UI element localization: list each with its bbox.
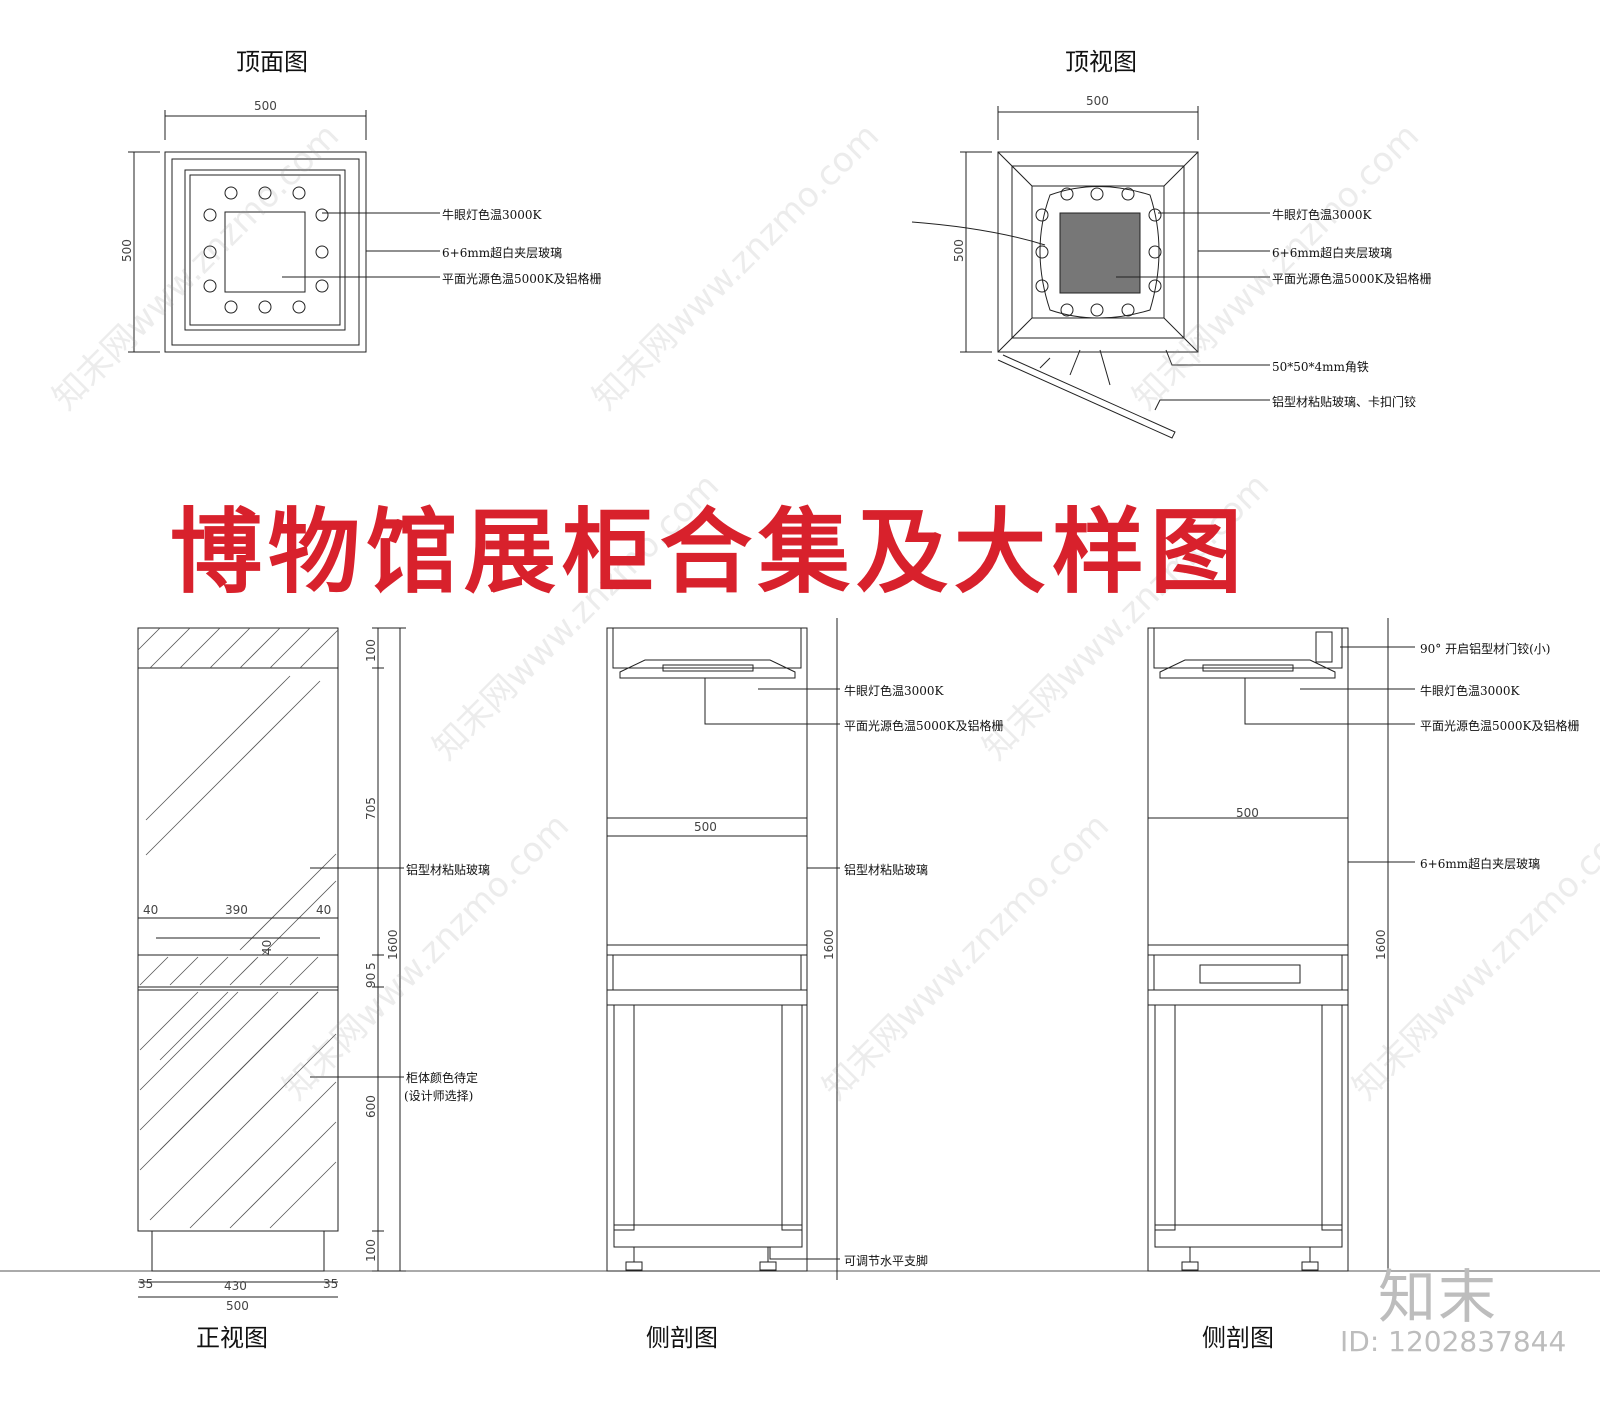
top-view-drawing <box>911 106 1270 439</box>
note-spot-light: 牛眼灯色温3000K <box>844 684 944 698</box>
note-panel-light: 平面光源色温5000K及铝格栅 <box>1420 719 1580 733</box>
dim-foot-left: 35 <box>138 1277 154 1291</box>
view-title-front: 正视图 <box>196 1324 268 1352</box>
front-view-drawing <box>137 627 406 1298</box>
note-spot-light: 牛眼灯色温3000K <box>1272 208 1372 222</box>
dim-side-right: 40 <box>316 903 332 917</box>
dim-ledge: 40 <box>260 939 274 955</box>
note-spot-light: 牛眼灯色温3000K <box>1420 684 1520 698</box>
note-aluminum-glass: 铝型材粘贴玻璃 <box>406 863 491 877</box>
dim-width: 500 <box>1086 94 1109 108</box>
dim-glass: 705 <box>364 797 378 820</box>
note-cabinet-color-sub: (设计师选择) <box>404 1089 474 1103</box>
dim-top-band: 100 <box>364 639 378 662</box>
dim-inner: 390 <box>225 903 248 917</box>
dim-total-height: 1600 <box>1374 929 1388 960</box>
note-aluminum-glass: 铝型材粘贴玻璃 <box>844 863 929 877</box>
brand-logo: 知末 <box>1378 1263 1499 1331</box>
side-section-2-drawing <box>1147 618 1415 1280</box>
top-plan-drawing <box>128 110 440 353</box>
dim-total-height: 1600 <box>386 929 400 960</box>
note-laminated-glass: 6+6mm超白夹层玻璃 <box>1272 246 1393 260</box>
dim-gap: 5 <box>364 962 378 970</box>
note-laminated-glass: 6+6mm超白夹层玻璃 <box>1420 857 1541 871</box>
sheet-title: 博物馆展柜合集及大样图 <box>170 498 1249 606</box>
dim-side-left: 40 <box>143 903 159 917</box>
dim-depth: 500 <box>120 239 134 262</box>
dim-overall-width: 500 <box>226 1299 249 1313</box>
dim-interior-width: 500 <box>694 820 717 834</box>
dim-interior-width: 500 <box>1236 806 1259 820</box>
spot-lights-top <box>1035 187 1162 317</box>
side-section-1-drawing <box>606 618 840 1280</box>
spot-lights-plan <box>203 186 329 314</box>
note-spot-light: 牛眼灯色温3000K <box>442 208 542 222</box>
note-leveling-foot: 可调节水平支脚 <box>844 1254 929 1268</box>
view-title-side-1: 侧剖图 <box>646 1324 718 1352</box>
note-cabinet-color: 柜体颜色待定 <box>406 1071 479 1085</box>
view-title-side-2: 侧剖图 <box>1202 1324 1274 1352</box>
note-panel-light: 平面光源色温5000K及铝格栅 <box>442 272 602 286</box>
view-title-top-plan: 顶面图 <box>236 48 308 76</box>
dim-foot-inner: 430 <box>224 1279 247 1293</box>
note-angle-iron: 50*50*4mm角铁 <box>1272 360 1369 374</box>
note-panel-light: 平面光源色温5000K及铝格栅 <box>844 719 1004 733</box>
dim-band: 90 <box>364 972 378 988</box>
dim-base: 600 <box>364 1095 378 1118</box>
dim-plinth: 100 <box>364 1239 378 1262</box>
note-panel-light: 平面光源色温5000K及铝格栅 <box>1272 272 1432 286</box>
note-laminated-glass: 6+6mm超白夹层玻璃 <box>442 246 563 260</box>
image-id: ID: 1202837844 <box>1340 1325 1567 1358</box>
dim-depth: 500 <box>952 239 966 262</box>
view-title-top-view: 顶视图 <box>1065 48 1137 76</box>
dim-total-height: 1600 <box>822 929 836 960</box>
dim-foot-right: 35 <box>323 1277 339 1291</box>
note-door-hinge: 铝型材粘贴玻璃、卡扣门铰 <box>1272 395 1417 409</box>
note-hinge-small: 90° 开启铝型材门铰(小) <box>1420 642 1551 656</box>
dim-width: 500 <box>254 99 277 113</box>
